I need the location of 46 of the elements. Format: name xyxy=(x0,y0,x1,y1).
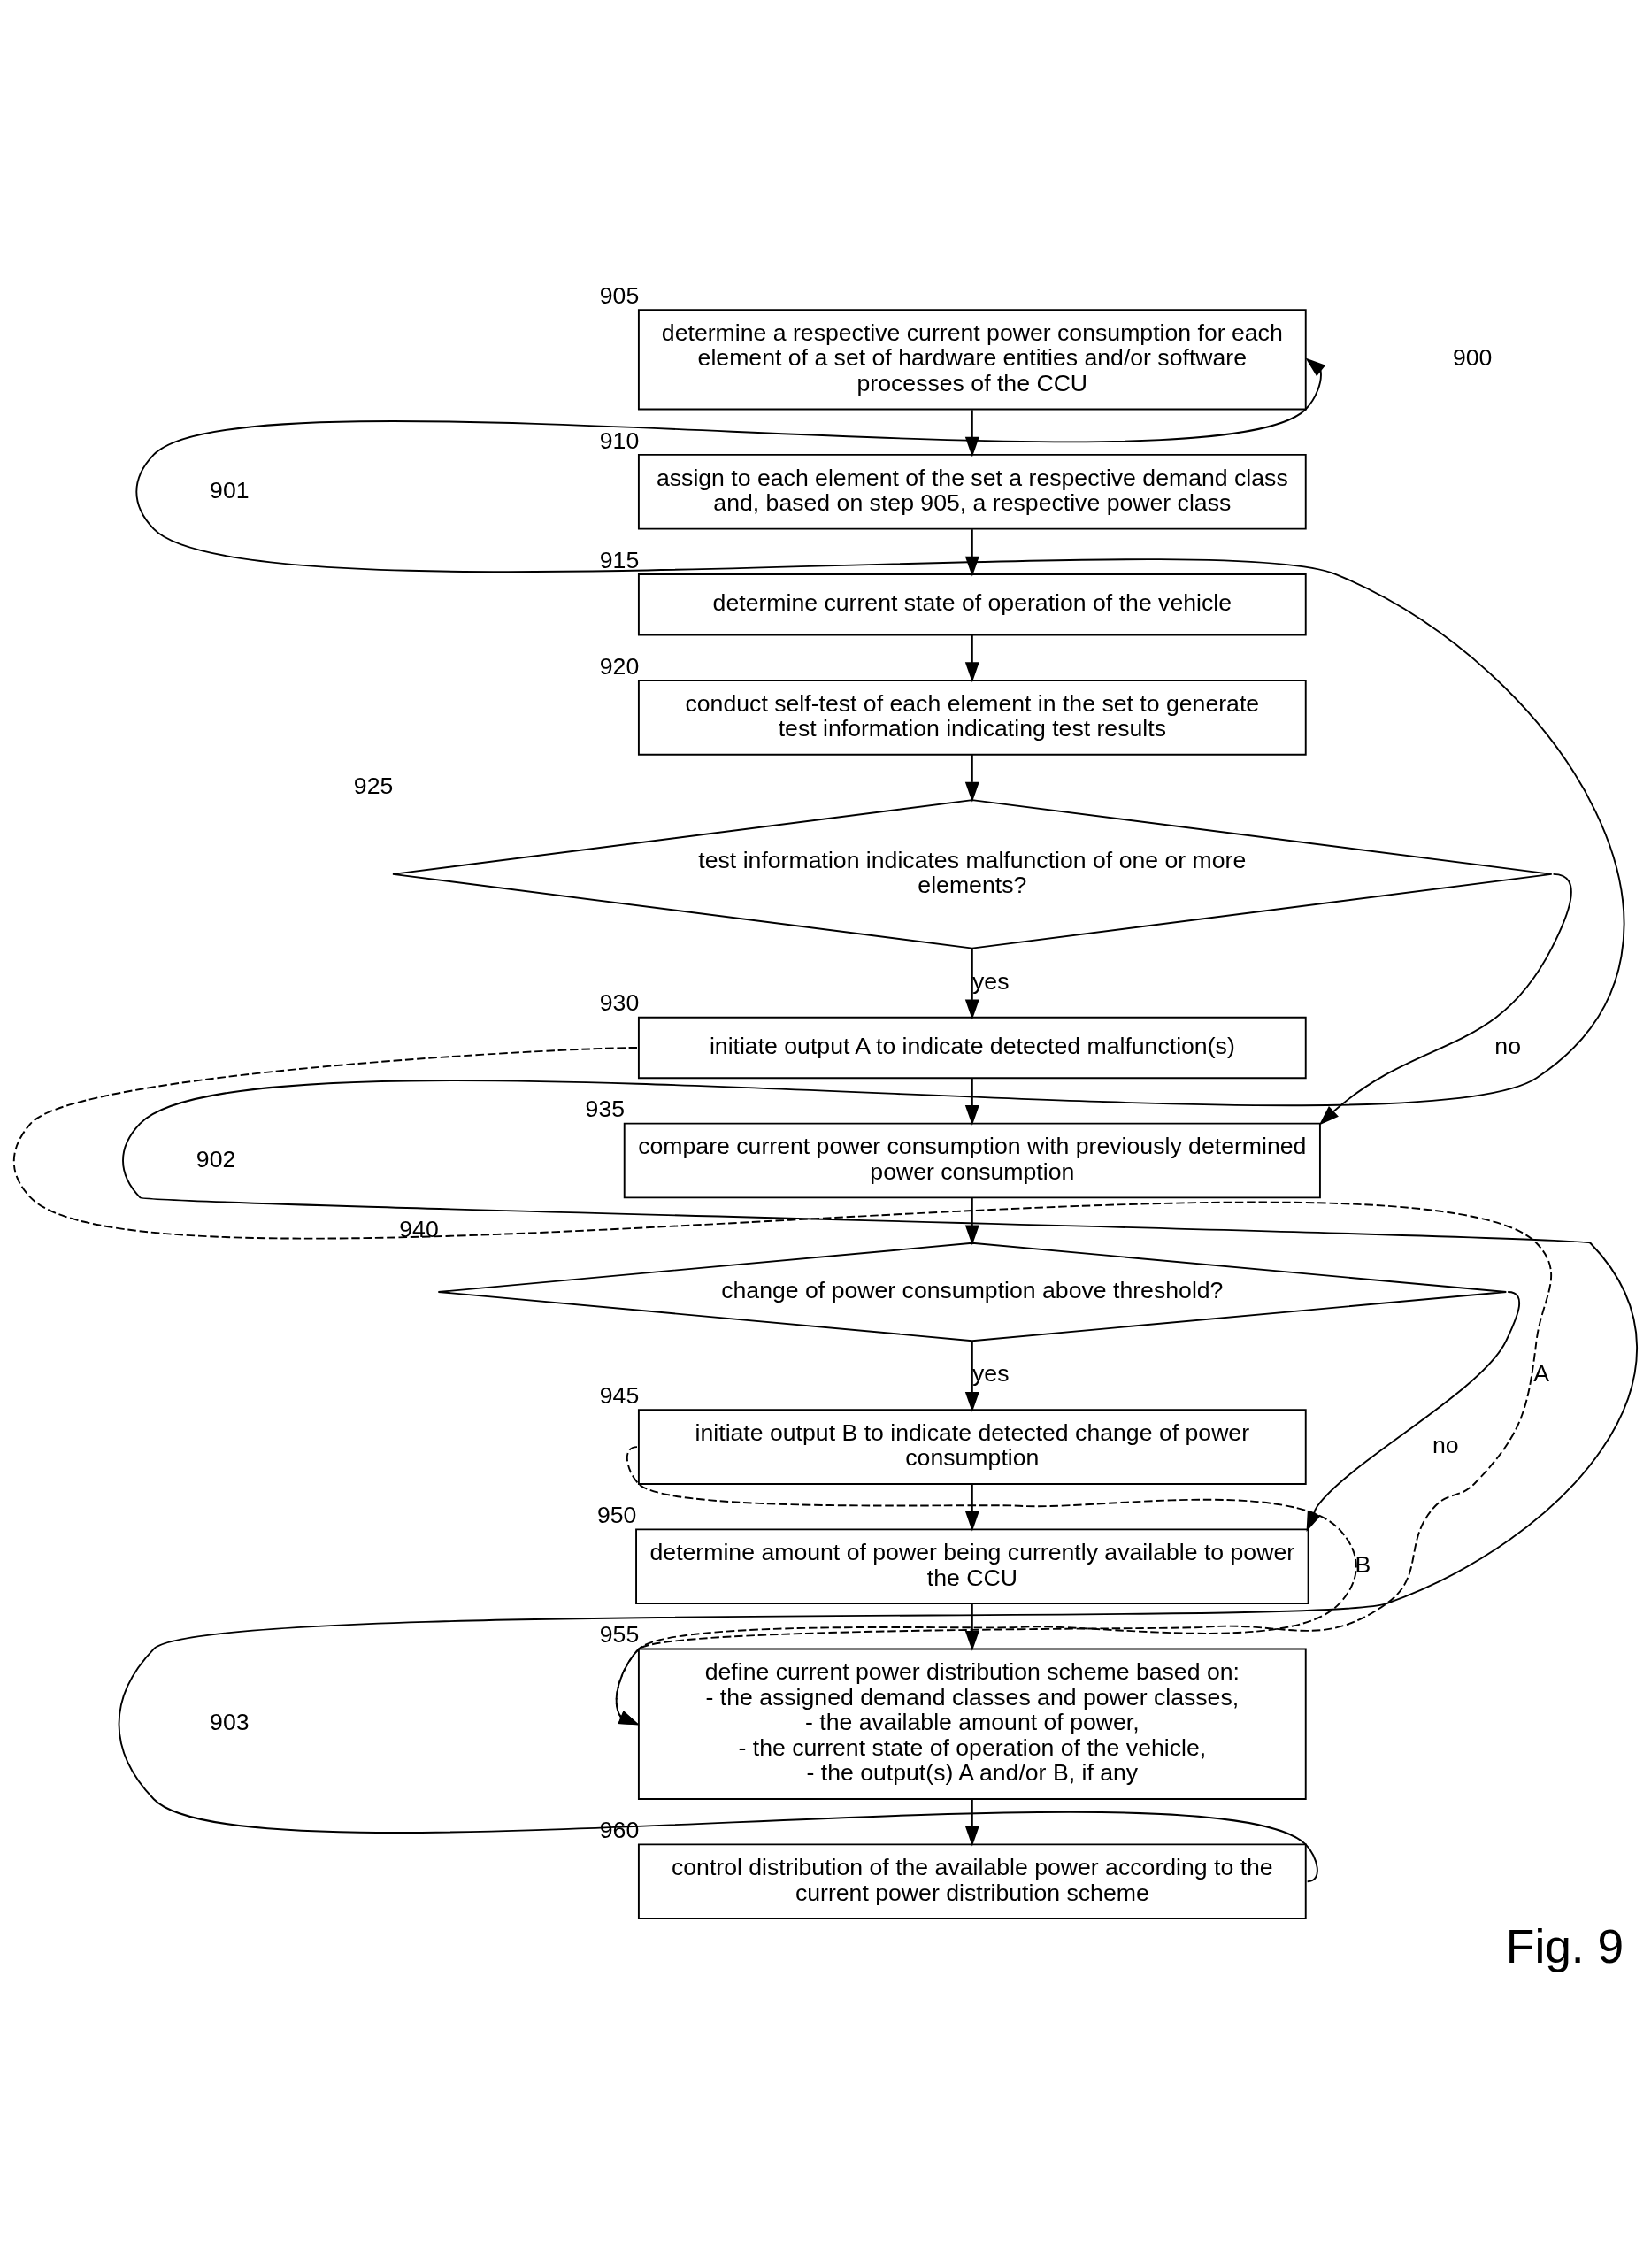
arrow xyxy=(12,1046,1552,1725)
node-label: 955 xyxy=(599,1620,640,1648)
arrow xyxy=(964,1340,979,1412)
arrow xyxy=(964,1482,979,1531)
label: 901 xyxy=(210,476,250,504)
arrow xyxy=(615,1445,1357,1725)
node-label: 910 xyxy=(599,427,640,454)
node-box: control distribution of the available power according to the current power distribution scheme xyxy=(637,1842,1307,1919)
label: 902 xyxy=(196,1145,236,1172)
node-box: determine a respective current power consumption for each element of a set of hardware entities and/or software processes of the CCU xyxy=(637,308,1307,410)
arrow xyxy=(1306,1290,1521,1532)
node-label: 905 xyxy=(599,281,640,309)
node-diamond: change of power consumption above threshold? xyxy=(437,1242,1508,1342)
node-diamond: test information indicates malfunction of one or more elements? xyxy=(392,798,1553,949)
edge-label: no xyxy=(1494,1032,1521,1059)
arrow xyxy=(964,1797,979,1846)
node-label: 935 xyxy=(585,1095,626,1122)
arrow xyxy=(964,1076,979,1126)
node-box: assign to each element of the set a respective demand class and, based on step 905, a respective power class xyxy=(637,453,1307,530)
node-label: 925 xyxy=(353,772,394,799)
node-label: 940 xyxy=(399,1215,439,1242)
arrow xyxy=(964,1603,979,1651)
label: 900 xyxy=(1452,343,1493,371)
arrow xyxy=(964,947,979,1019)
node-label: 950 xyxy=(596,1501,637,1528)
node-box: determine amount of power being currently available to power the CCU xyxy=(635,1527,1309,1604)
caption: Fig. 9 xyxy=(1505,1919,1624,1972)
node-box: define current power distribution scheme based on: - the assigned demand classes and power classes, - the available amount of power, - the current state of operation of the vehicle, - the output(s) A and/or B, if any xyxy=(637,1648,1307,1800)
node-box: conduct self-test of each element in the set to generate test information indicating test results xyxy=(637,679,1307,756)
arrow xyxy=(118,357,1639,1882)
arrow xyxy=(964,634,979,682)
edge-label: A xyxy=(1533,1359,1550,1387)
node-box: initiate output B to indicate detected change of power consumption xyxy=(637,1408,1307,1485)
node-label: 930 xyxy=(599,988,640,1016)
node-label: 915 xyxy=(599,546,640,573)
node-label: 945 xyxy=(599,1381,640,1409)
arrow xyxy=(964,1196,979,1245)
arrow xyxy=(1318,873,1572,1126)
node-box: determine current state of operation of the vehicle xyxy=(637,573,1307,636)
arrow xyxy=(964,753,979,803)
edge-label: no xyxy=(1432,1431,1459,1458)
label: 903 xyxy=(210,1708,250,1735)
node-box: initiate output A to indicate detected malfunction(s) xyxy=(637,1016,1307,1079)
node-box: compare current power consumption with previously determined power consumption xyxy=(623,1122,1321,1198)
edge-label: B xyxy=(1355,1550,1371,1578)
node-label: 920 xyxy=(599,652,640,680)
